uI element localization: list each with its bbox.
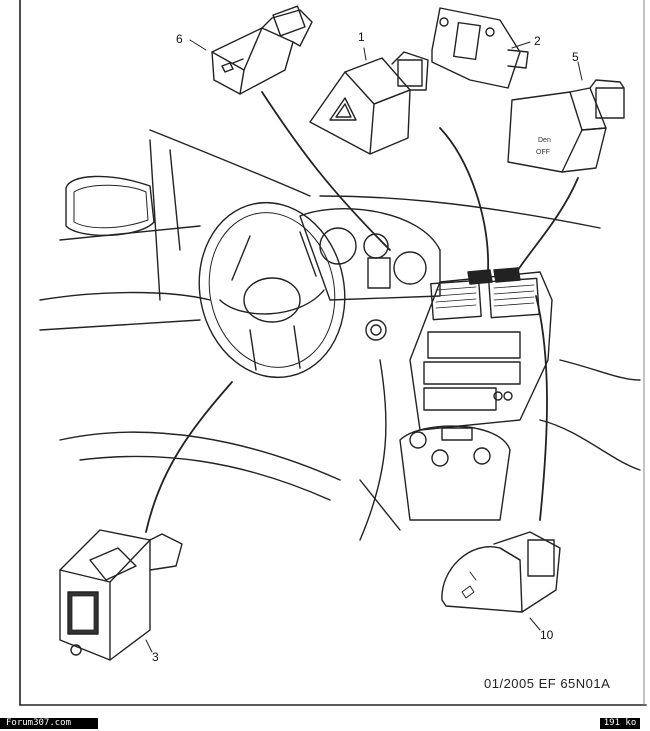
dashboard-switch-diagram: Den OFF [19, 0, 647, 706]
switch-5-label-off: OFF [536, 149, 550, 156]
instrument-cluster [299, 208, 441, 301]
switch-3-part [59, 529, 183, 661]
side-mirror [65, 175, 155, 237]
switch-1-hazard-part [309, 51, 429, 155]
callout-1: 1 [358, 30, 365, 44]
part-2-bracket [431, 7, 529, 89]
steering-wheel [198, 201, 346, 379]
leader-line-1 [439, 127, 489, 273]
bottom-bar: Forum307.com 191 ko [0, 716, 650, 731]
site-name: Forum307.com [0, 718, 98, 729]
switch-5-part [507, 79, 625, 173]
leader-line-5 [513, 177, 579, 277]
callout-2: 2 [534, 34, 541, 48]
switch-5-label-den: Den [538, 137, 551, 144]
leader-line-10 [535, 295, 548, 521]
file-size: 191 ko [600, 718, 640, 729]
leader-line-3 [145, 381, 233, 533]
switch-10-part [441, 531, 561, 613]
leader-line-6 [261, 91, 391, 251]
switch-6-part [211, 5, 313, 95]
center-console [409, 271, 553, 431]
callout-10: 10 [540, 628, 554, 642]
callout-6: 6 [176, 32, 183, 46]
callout-3: 3 [152, 650, 159, 664]
callout-5: 5 [572, 50, 579, 64]
figure-reference-code: 01/2005 EF 65N01A [484, 676, 611, 691]
